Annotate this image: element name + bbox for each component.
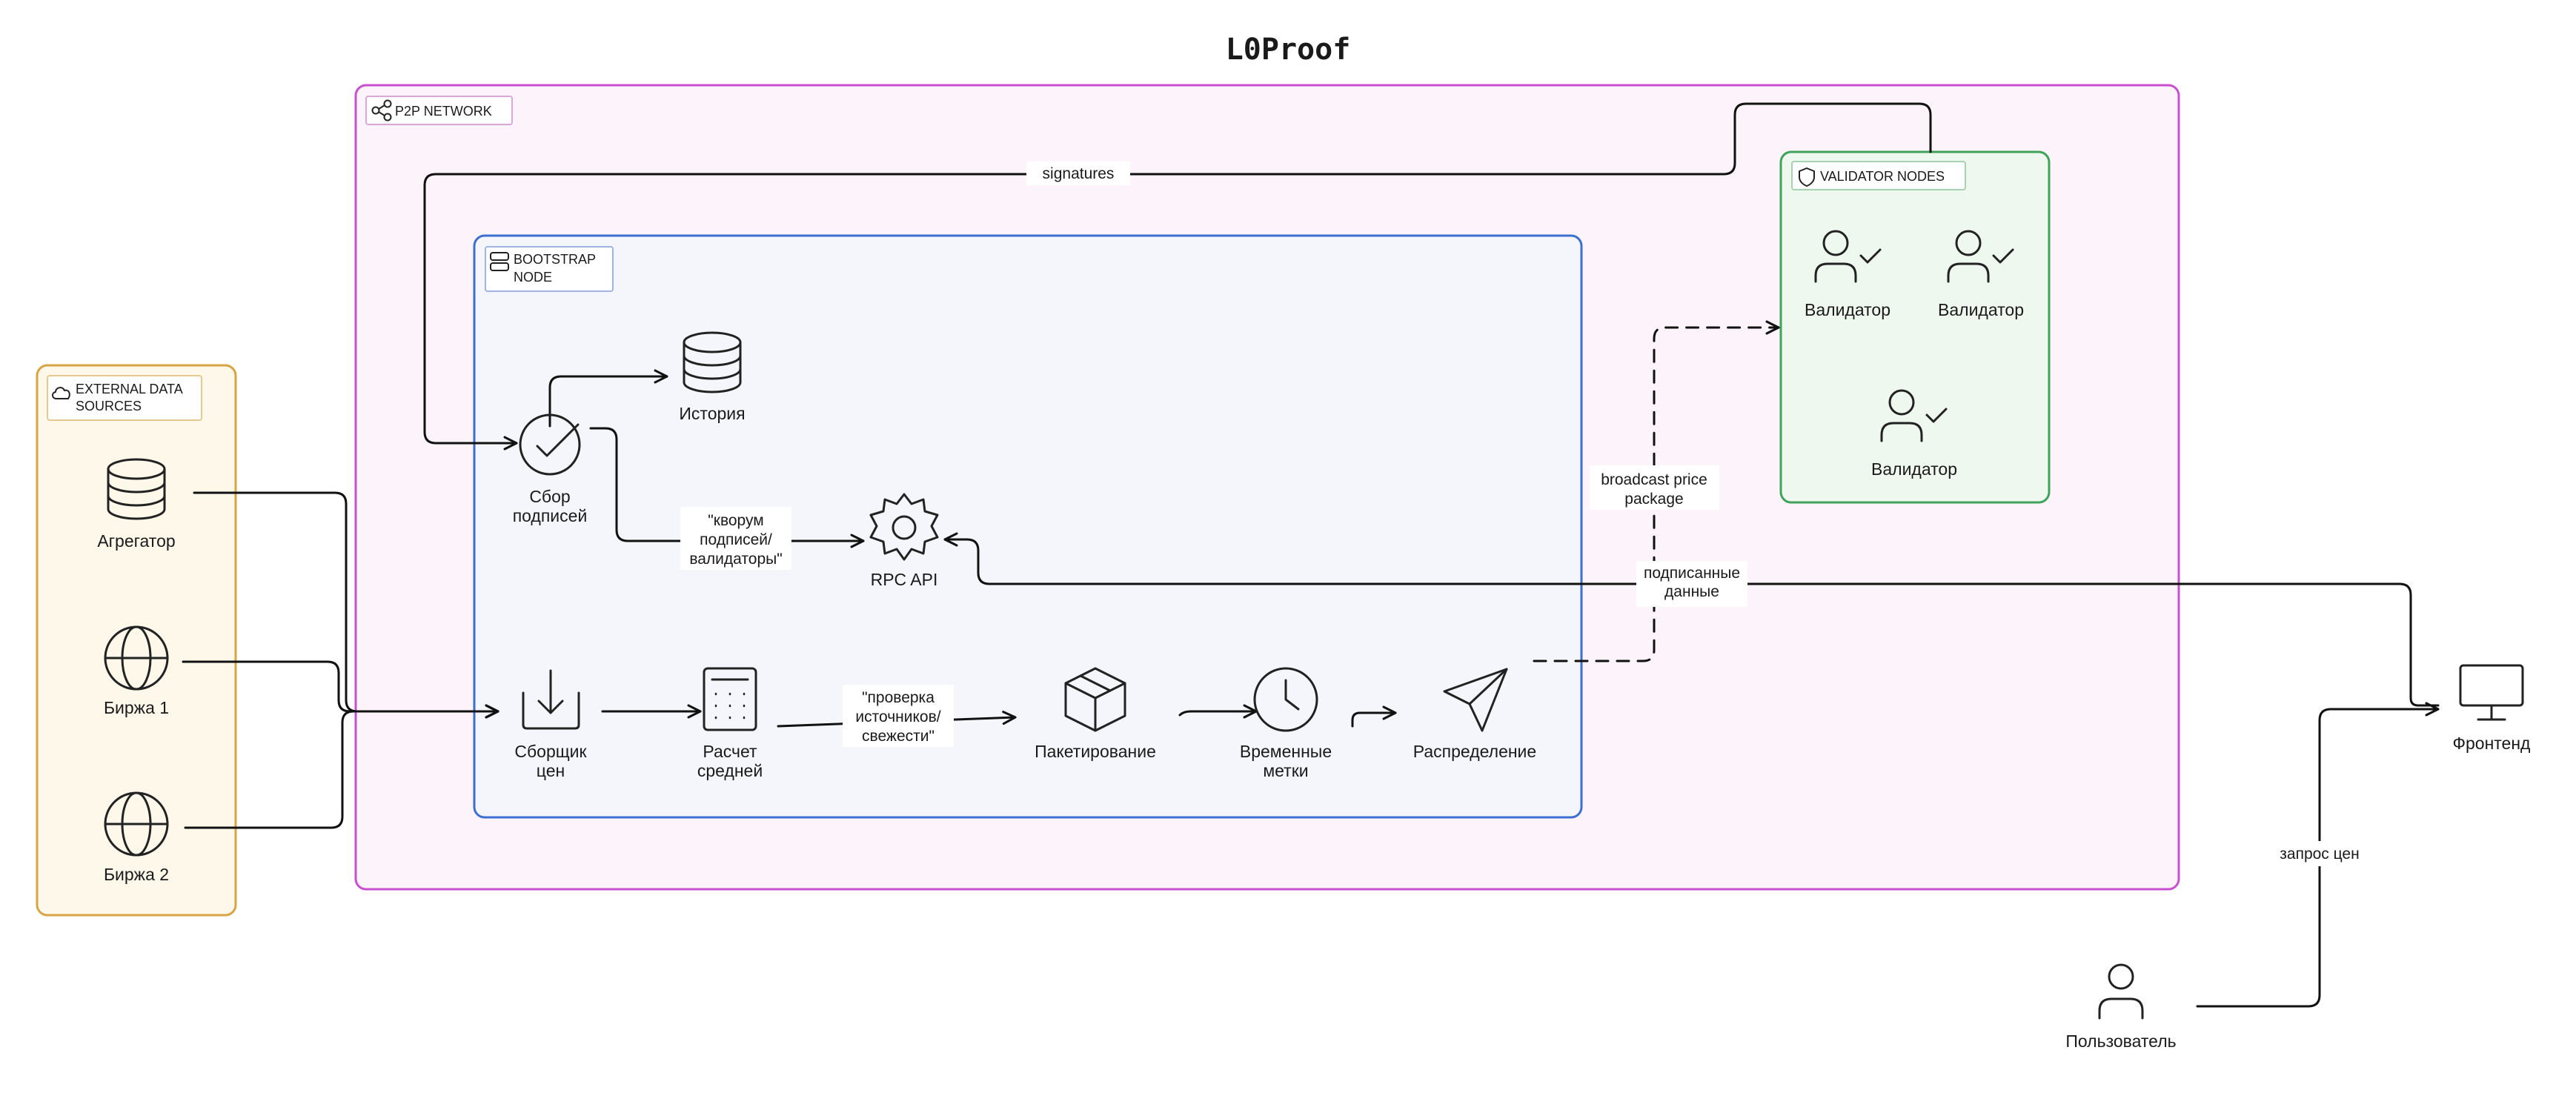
- broadcast-label: broadcast price package: [1590, 465, 1719, 510]
- aggregator-label: Агрегатор: [97, 531, 175, 551]
- quorum-line2: подписей/: [700, 531, 772, 548]
- external-sources-group: EXTERNAL DATA SOURCES: [36, 364, 237, 917]
- exchange2-label: Биржа 2: [104, 865, 169, 884]
- signed-data-label: подписанные данные: [1636, 561, 1747, 607]
- check-line1: "проверка: [862, 689, 935, 706]
- distribution-label: Распределение: [1413, 742, 1536, 761]
- broadcast-line2: package: [1624, 491, 1683, 508]
- edge-packaging-to-timestamps: [1178, 704, 1258, 719]
- user-check-icon: [1814, 230, 1882, 283]
- calculator-icon: [703, 667, 757, 731]
- user-label: Пользователь: [2065, 1031, 2176, 1051]
- average-calc-line2: средней: [697, 761, 763, 780]
- signatures-label: signatures: [1026, 162, 1130, 185]
- timestamps-node: Временные метки: [1240, 667, 1332, 780]
- globe-icon: [104, 791, 169, 857]
- broadcast-line1: broadcast price: [1601, 471, 1707, 488]
- history-node: История: [679, 331, 746, 423]
- edge-exchange2-to-collector: [184, 704, 499, 829]
- check-label: "проверка источников/ свежести": [843, 685, 954, 747]
- signed-line2: данные: [1664, 583, 1719, 600]
- exchange1-label: Биржа 1: [104, 698, 169, 717]
- average-calc-node: Расчет средней: [697, 667, 763, 780]
- timestamps-line1: Временные: [1240, 742, 1332, 761]
- external-label-line1: EXTERNAL DATA: [76, 382, 183, 396]
- edge-quorum-to-rpc: [589, 427, 865, 548]
- bootstrap-node-badge: BOOTSTRAP NODE: [485, 246, 614, 292]
- distribution-node: Распределение: [1413, 668, 1536, 761]
- diagram-title: L0Proof: [1226, 33, 1351, 67]
- bootstrap-label-line2: NODE: [514, 270, 552, 285]
- validator-nodes-label: VALIDATOR NODES: [1820, 169, 1945, 184]
- history-label: История: [679, 404, 745, 423]
- user-icon: [2098, 963, 2144, 1020]
- price-request-label: запрос цен: [2266, 841, 2373, 866]
- aggregator-node: Агрегатор: [97, 458, 176, 551]
- send-icon: [1443, 668, 1508, 732]
- validator1-label: Валидатор: [1805, 300, 1890, 319]
- signed-line1: подписанные: [1644, 565, 1740, 582]
- timestamps-line2: метки: [1263, 761, 1308, 780]
- check-line3: свежести": [862, 728, 935, 745]
- bootstrap-label-line1: BOOTSTRAP: [514, 252, 596, 267]
- package-icon: [1064, 667, 1126, 732]
- database-icon: [107, 458, 166, 520]
- rpc-api-label: RPC API: [871, 570, 938, 589]
- bootstrap-node-group: BOOTSTRAP NODE: [473, 234, 1583, 819]
- packaging-label: Пакетирование: [1035, 742, 1156, 761]
- external-label-line2: SOURCES: [76, 399, 142, 413]
- server-icon: [490, 252, 509, 271]
- p2p-network-label: P2P NETWORK: [395, 104, 492, 119]
- validator1-node: Валидатор: [1805, 230, 1890, 319]
- packaging-node: Пакетирование: [1035, 667, 1156, 761]
- exchange1-node: Биржа 1: [104, 625, 169, 717]
- quorum-line3: валидаторы": [689, 551, 782, 568]
- user-check-icon: [1880, 389, 1948, 442]
- clock-icon: [1253, 667, 1318, 732]
- shield-icon: [1799, 167, 1815, 187]
- edge-timestamps-to-distribution: [1351, 705, 1397, 728]
- user-check-icon: [1947, 230, 2014, 283]
- signature-collection-line1: Сбор: [529, 487, 570, 506]
- edge-labels: signatures "кворум подписей/ валидаторы"…: [680, 162, 2373, 866]
- external-sources-badge: EXTERNAL DATA SOURCES: [47, 375, 202, 421]
- frontend-node: Фронтенд: [2453, 664, 2532, 753]
- validator2-label: Валидатор: [1938, 300, 2024, 319]
- validator3-node: Валидатор: [1871, 389, 1957, 479]
- quorum-label: "кворум подписей/ валидаторы": [680, 507, 791, 570]
- edge-exchange1-to-collector: [182, 660, 499, 719]
- cloud-icon: [52, 387, 70, 399]
- quorum-line1: "кворум: [708, 512, 763, 529]
- rpc-api-node: RPC API: [869, 493, 939, 589]
- price-collector-line1: Сборщик: [514, 742, 587, 761]
- user-node: Пользователь: [2065, 963, 2177, 1051]
- download-icon: [522, 669, 580, 730]
- price-collector-node: Сборщик цен: [514, 669, 588, 780]
- signatures-text: signatures: [1043, 165, 1115, 182]
- validator-nodes-group: VALIDATOR NODES: [1779, 150, 2051, 504]
- price-request-text: запрос цен: [2280, 846, 2359, 863]
- validator3-label: Валидатор: [1871, 459, 1957, 479]
- frontend-label: Фронтенд: [2453, 734, 2532, 753]
- gear-icon: [869, 493, 939, 561]
- edge-signatures: [423, 102, 1932, 451]
- signature-collection-node: Сбор подписей: [513, 413, 588, 525]
- exchange2-node: Биржа 2: [104, 791, 169, 884]
- monitor-icon: [2459, 664, 2524, 721]
- price-collector-line2: цен: [537, 761, 565, 780]
- database-icon: [683, 331, 742, 393]
- average-calc-line1: Расчет: [703, 742, 757, 761]
- globe-icon: [104, 625, 169, 691]
- share-icon: [371, 99, 392, 122]
- check-line2: источников/: [855, 708, 940, 725]
- check-circle-icon: [519, 413, 581, 476]
- validator2-node: Валидатор: [1938, 230, 2024, 319]
- validator-nodes-badge: VALIDATOR NODES: [1791, 161, 1966, 190]
- p2p-network-badge: P2P NETWORK: [365, 96, 513, 125]
- signature-collection-line2: подписей: [513, 506, 588, 525]
- edge-signatures-to-history: [548, 369, 668, 428]
